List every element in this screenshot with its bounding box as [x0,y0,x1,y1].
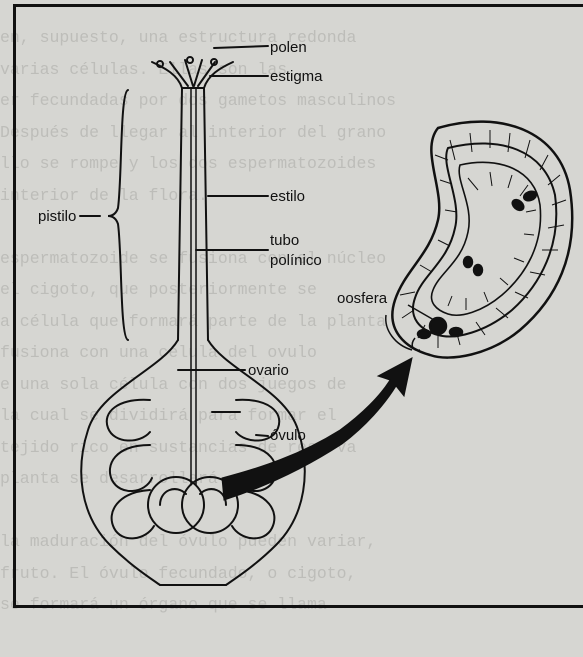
pistilo-brace [108,90,128,340]
label-pistilo: pistilo [38,208,76,225]
label-polen: polen [270,39,307,56]
label-estigma: estigma [270,68,323,85]
label-tubo: tubo [270,232,299,249]
pistil-diagram: polen estigma pistilo estilo tubo políni… [0,0,583,635]
ovule-left-1 [107,400,150,441]
enlargement-arrow [222,358,412,500]
label-oosfera: oosfera [337,290,388,307]
label-ovulo: óvulo [270,427,306,444]
oosfera-leader [408,305,434,320]
ovule-enlargement [386,122,572,358]
label-polinico: polínico [270,252,322,269]
style-shape [178,88,208,340]
label-ovario: ovario [248,362,289,379]
label-estilo: estilo [270,188,305,205]
pollen-tube [191,88,196,485]
